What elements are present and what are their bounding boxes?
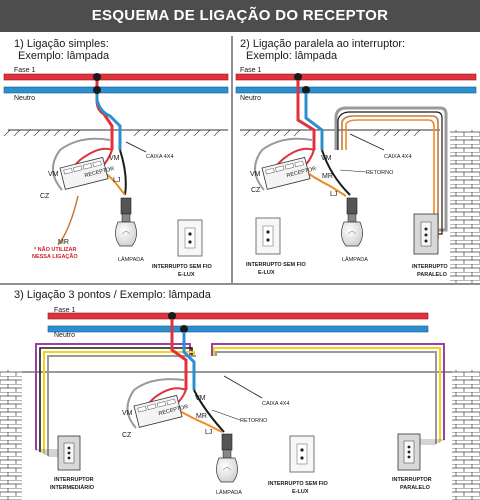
panel2-receiver: RECEPTOR [261,156,317,190]
diagram-title: ESQUEMA DE LIGAÇÃO DO RECEPTOR [91,7,389,24]
panel3-wall-right [452,370,480,500]
panel3-box-label: CAIXA 4X4 [262,401,290,407]
panel3-switch-line1: INTERRUPTO SEM FIO [268,481,329,487]
wiring-diagram: 1) Ligação simples: Exemplo: lâmpada Fas… [0,36,480,500]
panel-parallel: 2) Ligação paralela ao interruptor: Exem… [235,38,480,283]
panel3-switch-line2: E-LUX [292,489,309,495]
panel2-wall [450,130,480,283]
panel2-wire-mr: MR [322,173,333,180]
panel1-neutral-label: Neutro [14,95,35,102]
panel1-lamp [115,197,137,247]
panel1-lamp-label: LÂMPADA [118,256,144,263]
panel1-phase-label: Fase 1 [14,67,36,74]
panel3-parallel-switch [397,433,421,471]
panel2-switch-line2: E-LUX [258,270,275,276]
panel3-wire-vm-red: VM [122,410,133,417]
panel2-wireless-switch [255,217,281,255]
panel3-neutral-label: Neutro [54,332,75,339]
panel1-phase-connector [93,73,101,81]
panel3-phase-connector [168,312,176,320]
panel3-phase-wire [47,312,429,320]
panel1-switch-line2: E-LUX [178,272,195,278]
panel2-wire-cz: CZ [251,187,261,194]
panel1-phase-wire [3,73,229,81]
panel1-wire-vm: VM [109,155,120,162]
panel3-receiver: RECEPTOR [133,394,189,428]
panel2-box-label: CAIXA 4X4 [384,154,412,160]
panel2-lamp-label: LÂMPADA [342,256,368,263]
panel3-intermediate-switch [57,435,81,471]
panel1-receiver: RECEPTOR [59,156,115,190]
panel3-neutral-wire [47,325,429,333]
panel-simple: 1) Ligação simples: Exemplo: lâmpada Fas… [3,38,229,278]
panel1-neutral-wire [3,86,229,94]
panel3-intermediate-line1: INTERRUPTOR [54,477,94,483]
panel2-neutral-wire [235,86,477,94]
panel2-wire-lj: LJ [330,191,337,198]
panel2-title-line2: Exemplo: lâmpada [246,50,338,62]
panel3-wall-left [0,370,22,500]
panel3-parallel-line2: PARALELO [400,485,431,491]
panel2-lamp [341,197,363,247]
panel2-parallel-line1: INTERRUPTO [412,264,448,270]
panel1-neutral-connector [93,86,101,94]
panel2-title-line1: 2) Ligação paralela ao interruptor: [240,38,405,50]
panel2-phase-wire [235,73,477,81]
panel1-warning-line1: * NÃO UTILIZAR [34,246,76,253]
panel3-parallel-line1: INTERRUPTOR [392,477,432,483]
panel-three-way: 3) Ligação 3 pontos / Exemplo: lâmpada F… [0,289,480,500]
panel2-phase-label: Fase 1 [240,67,262,74]
panel1-wire-cz: CZ [40,193,50,200]
panel1-switch-line1: INTERRUPTO SEM FIO [152,264,213,270]
panel3-wire-vm: VM [195,395,206,402]
panel3-retorno-label: RETORNO [240,418,268,424]
panel2-wire-vm: VM [321,155,332,162]
panel2-wire-vm-red: VM [250,171,261,178]
panel1-neutral-drop [95,90,122,150]
panel3-wire-mr: MR [196,413,207,420]
panel2-parallel-switch [413,213,439,255]
panel3-title: 3) Ligação 3 pontos / Exemplo: lâmpada [14,289,212,301]
panel3-wireless-switch [289,435,315,473]
panel3-intermediate-line2: INTERMEDIÁRIO [50,484,95,491]
panel3-phase-label: Fase 1 [54,307,76,314]
panel1-wireless-switch [177,219,203,257]
panel3-neutral-connector [180,325,188,333]
panel1-wire-mr: MR [58,239,69,246]
panel2-neutral-connector [302,86,310,94]
panel3-wire-cz: CZ [122,432,132,439]
panel1-title-line2: Exemplo: lâmpada [18,50,110,62]
panel3-lamp-label: LÂMPADA [216,489,242,496]
diagram-header: ESQUEMA DE LIGAÇÃO DO RECEPTOR [0,0,480,32]
panel3-lamp [216,433,238,483]
panel3-wire-lj: LJ [205,429,212,436]
panel1-warning-line2: NESSA LIGAÇÃO [32,253,78,260]
panel2-switch-line1: INTERRUPTO SEM FIO [246,262,307,268]
panel2-parallel-line2: PARALELO [417,272,448,278]
panel1-title-line1: 1) Ligação simples: [14,38,109,50]
panel1-wire-lj: LJ [113,177,120,184]
panel2-neutral-label: Neutro [240,95,261,102]
panel2-phase-connector [294,73,302,81]
panel2-retorno-label: RETORNO [366,170,394,176]
panel1-wire-vm-red: VM [48,171,59,178]
panel1-box-label: CAIXA 4X4 [146,154,174,160]
